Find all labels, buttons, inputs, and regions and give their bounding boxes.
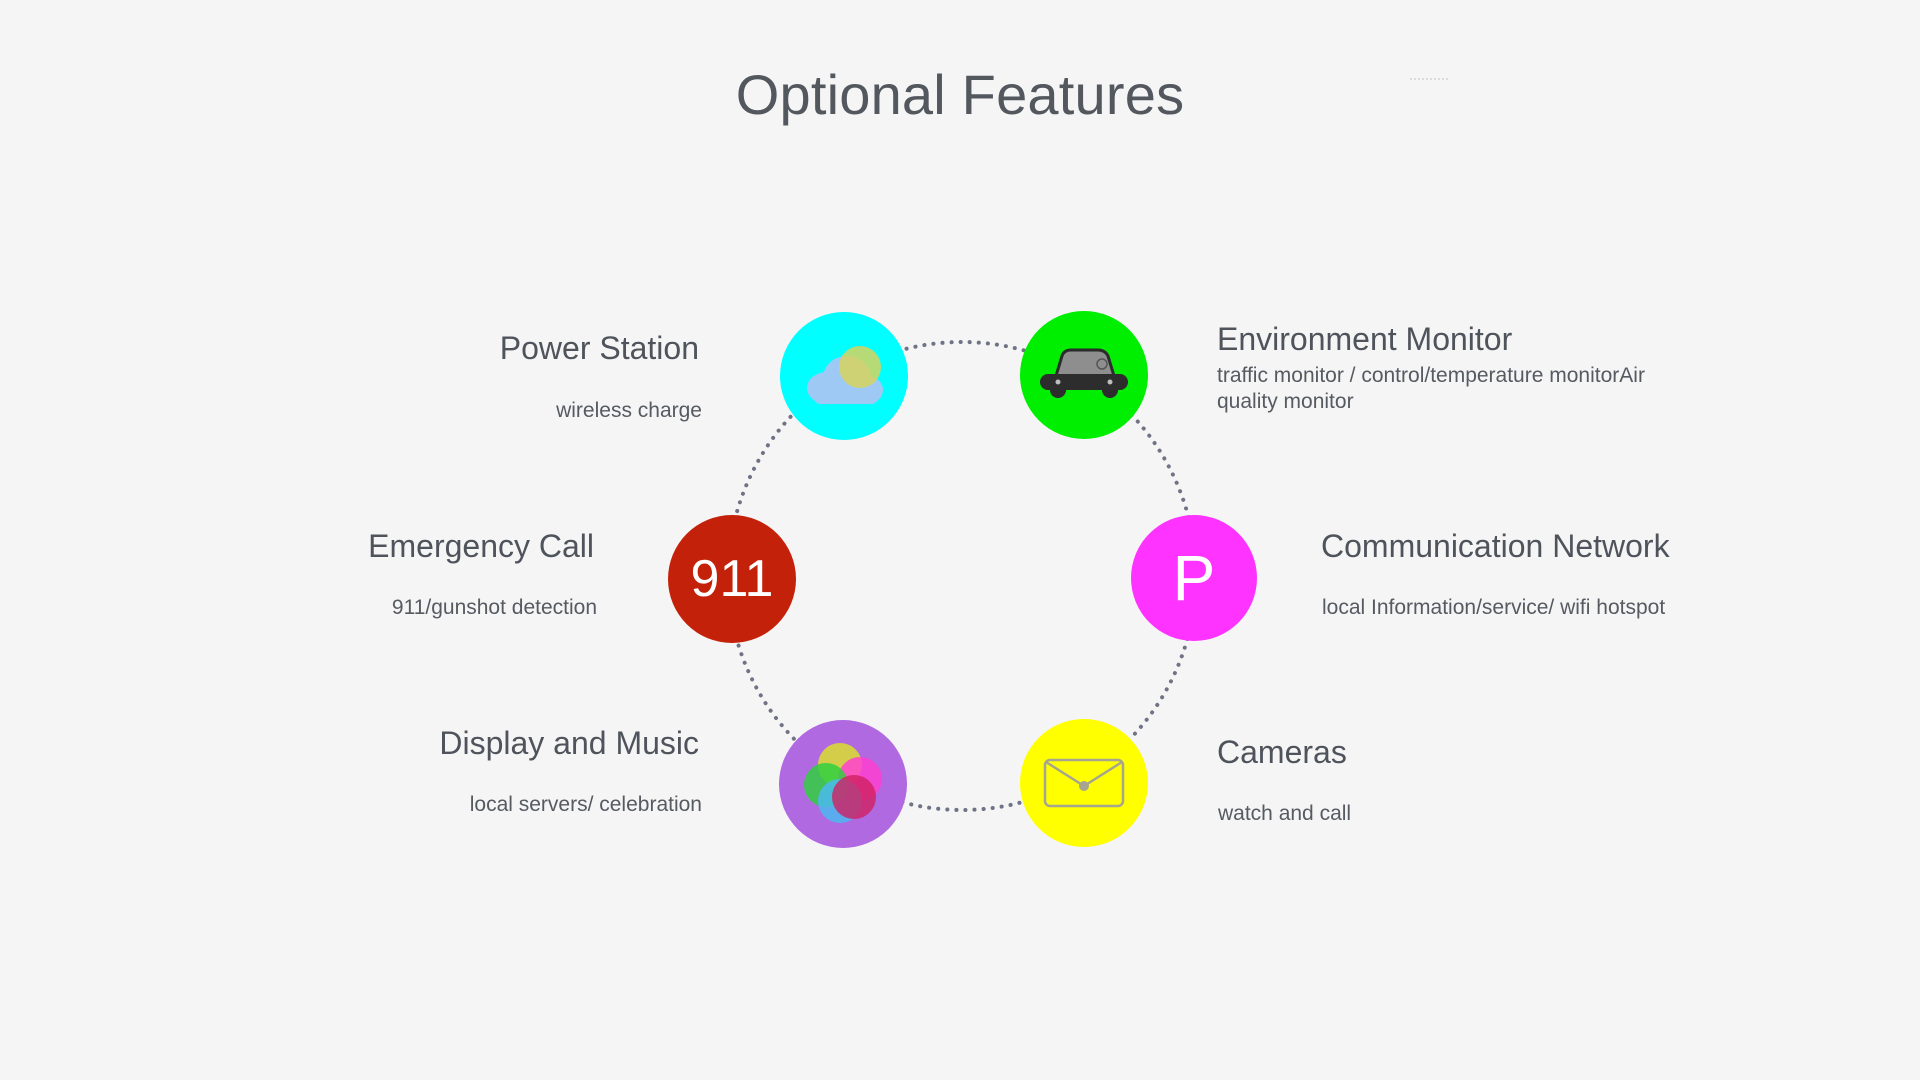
page-title: Optional Features	[735, 63, 1185, 126]
decorative-dots	[1410, 78, 1448, 80]
environment-monitor-node[interactable]	[1020, 311, 1148, 439]
power-station-node[interactable]	[780, 312, 908, 440]
emergency-call-icon-text: 911	[690, 550, 774, 608]
communication-network-description: local Information/service/ wifi hotspot	[1322, 596, 1666, 619]
power-station-label: Power Station	[499, 330, 699, 366]
cameras-label: Cameras	[1217, 734, 1347, 770]
communication-network-label: Communication Network	[1321, 528, 1670, 564]
display-music-label: Display and Music	[439, 725, 699, 761]
communication-network-node[interactable]: P	[1131, 515, 1257, 641]
display-music-description: local servers/ celebration	[469, 793, 702, 816]
communication-network-icon-text: P	[1172, 542, 1216, 614]
cloud-icon	[807, 346, 883, 404]
cameras-node[interactable]	[1020, 719, 1148, 847]
color-circles-icon	[804, 743, 882, 823]
cameras-description: watch and call	[1218, 802, 1352, 825]
environment-monitor-label: Environment Monitor	[1217, 321, 1513, 357]
emergency-call-description: 911/gunshot detection	[391, 596, 597, 619]
car-icon	[1040, 348, 1128, 398]
power-station-description: wireless charge	[556, 399, 702, 422]
emergency-call-label: Emergency Call	[368, 528, 594, 564]
emergency-call-node[interactable]: 911	[668, 515, 796, 643]
display-music-node[interactable]	[779, 720, 907, 848]
environment-monitor-description: traffic monitor / control/temperature mo…	[1217, 364, 1645, 413]
envelope-icon	[1043, 758, 1125, 808]
